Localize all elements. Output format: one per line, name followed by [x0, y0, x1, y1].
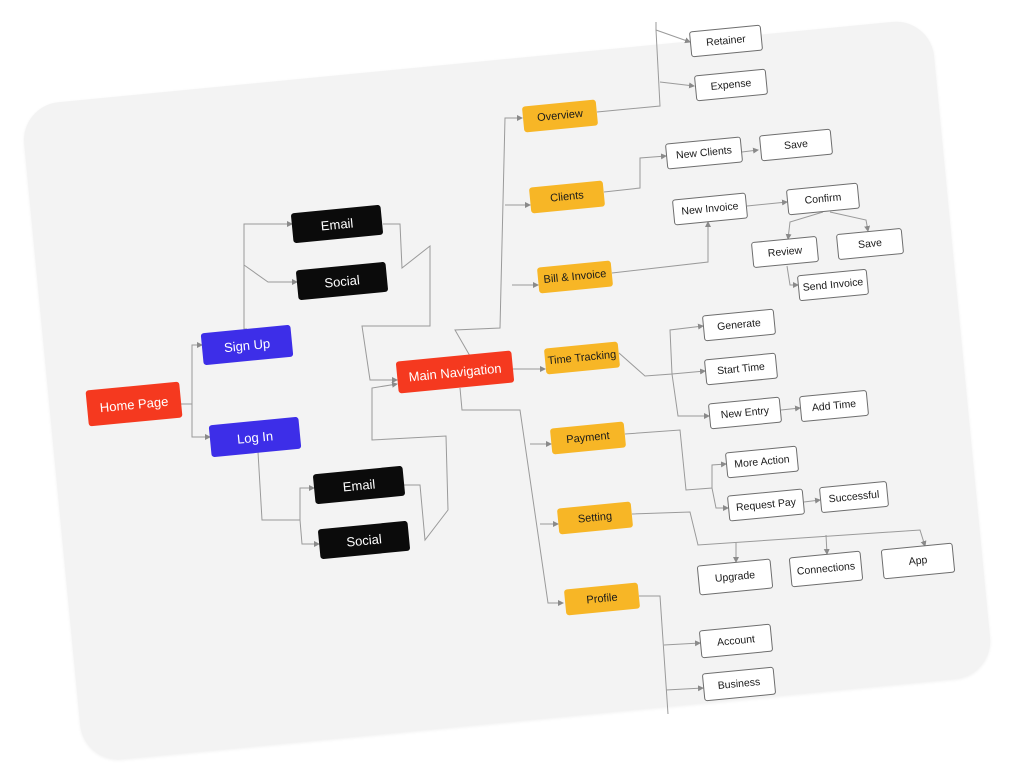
wire-signup-email: [243, 221, 293, 330]
wire-newentry-addtime: [780, 405, 801, 412]
wire-login-social: [299, 519, 320, 547]
wire-payment-requestpay: [711, 487, 729, 511]
wire-bill-newinvoice: [611, 221, 711, 274]
wire-main-trunk-up: [454, 115, 523, 357]
wire-overview-trunk: [596, 29, 691, 113]
wire-signup-social: [243, 264, 298, 285]
wire-confirm-save: [829, 211, 871, 232]
wire-home-login: [181, 403, 211, 440]
wire-home-signup: [181, 342, 203, 405]
wire-main-trunk-down: [459, 387, 564, 606]
wire-newinvoice-confirm: [746, 199, 788, 207]
wire-requestpay-successful: [803, 497, 821, 504]
wire-login-email: [257, 451, 315, 521]
wire-payment-trunk: [624, 429, 727, 491]
wire-setting-connections: [823, 534, 830, 555]
wire-auth-top-main: [361, 223, 431, 383]
wire-clients-newclients: [603, 153, 667, 193]
wire-setting-trunk: [631, 511, 927, 547]
wire-confirm-review: [785, 211, 824, 240]
wire-profile-account: [663, 640, 701, 647]
wire-overview-expense: [659, 81, 695, 89]
wire-profile-trunk: [639, 595, 669, 715]
wire-time-starttime: [671, 368, 706, 375]
wire-profile-business: [665, 685, 704, 692]
wire-auth-bottom-main: [371, 381, 449, 542]
wire-time-trunk: [618, 323, 704, 377]
wire-time-newentry: [671, 373, 710, 419]
wire-review-sendinvoice: [786, 265, 799, 288]
wire-newclients-save: [741, 147, 759, 154]
